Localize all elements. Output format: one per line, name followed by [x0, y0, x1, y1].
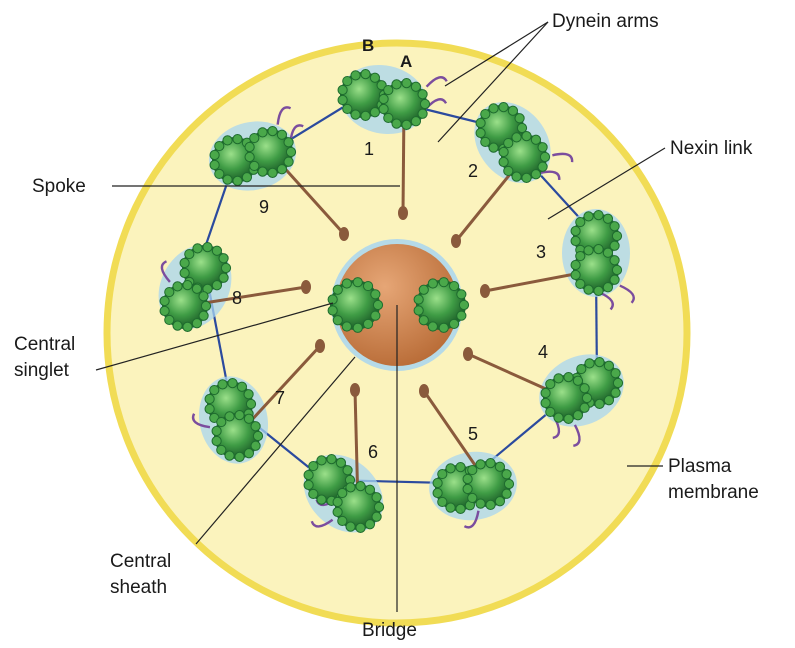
spoke-head	[480, 284, 490, 298]
spoke-head	[419, 384, 429, 398]
tubule-b-label: B	[362, 36, 374, 55]
doublet-number: 9	[259, 197, 269, 217]
spoke-head	[398, 206, 408, 220]
doublet-number: 3	[536, 242, 546, 262]
central-singlet-line-1: Central	[14, 334, 75, 355]
plasma-membrane-line-1: Plasma	[668, 456, 732, 477]
spoke-head	[301, 280, 311, 294]
central-singlet-label: Central singlet	[14, 334, 81, 381]
central-sheath-line-1: Central	[110, 551, 171, 572]
plasma-membrane-label: Plasma membrane	[668, 456, 759, 503]
spoke-head	[315, 339, 325, 353]
doublet-number: 5	[468, 424, 478, 444]
dynein-arms-label: Dynein arms	[552, 11, 659, 32]
plasma-membrane-line-2: membrane	[668, 482, 759, 503]
nexin-link-label: Nexin link	[670, 138, 753, 159]
spoke-label: Spoke	[32, 176, 86, 197]
spoke-head	[350, 383, 360, 397]
spoke-head	[463, 347, 473, 361]
doublet-number: 1	[364, 139, 374, 159]
doublet-number: 8	[232, 288, 242, 308]
central-sheath-label: Central sheath	[110, 551, 177, 598]
bridge-label: Bridge	[362, 620, 417, 641]
central-sheath-line-2: sheath	[110, 577, 167, 598]
doublet-number: 4	[538, 342, 548, 362]
tubule-a-label: A	[400, 52, 412, 71]
doublet-number: 6	[368, 442, 378, 462]
doublet-number: 7	[275, 388, 285, 408]
doublet-number: 2	[468, 161, 478, 181]
central-singlet-line-2: singlet	[14, 360, 70, 381]
spoke-head	[451, 234, 461, 248]
spoke-head	[339, 227, 349, 241]
